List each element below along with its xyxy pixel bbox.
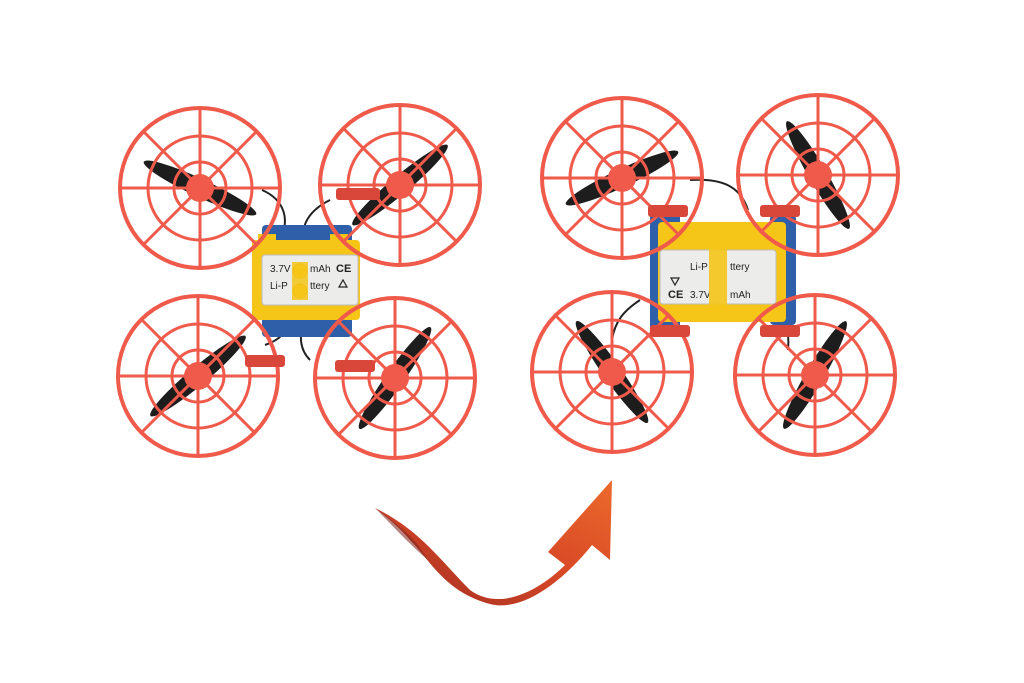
hub [608,164,636,192]
recycle-icon [337,278,349,288]
left-drone-battery: 3.7V mAh Li-P ttery CE [261,254,359,306]
right-rotor-top-left [540,96,704,260]
left-rotor-top-left [118,106,282,270]
left-battery-ce-mark: CE [336,263,351,275]
left-drone: 3.7V mAh Li-P ttery CE [116,103,482,460]
right-battery-voltage: 3.7V [690,290,711,301]
right-battery-capacity: mAh [730,290,751,301]
hub [386,171,414,199]
left-drone-arms [245,188,380,372]
left-rotor-bottom-left [116,294,280,458]
hub [804,161,832,189]
hub [598,358,626,386]
right-drone-battery: CE 3.7V mAh Li-P ttery [659,244,777,310]
right-battery-type: Li-P [690,262,708,273]
left-rotor-bottom-right [313,296,477,460]
left-battery-type: Li-P [270,281,288,292]
right-battery-ce-mark: CE [668,289,683,301]
right-drone-arms [648,205,800,337]
left-battery-type-tail: ttery [310,281,329,292]
hub [801,361,829,389]
hub [184,362,212,390]
left-rotor-top-right [318,103,482,267]
right-rotor-bottom-right [733,293,897,457]
right-drone: CE 3.7V mAh Li-P ttery [530,93,900,457]
right-battery-type-tail: ttery [730,262,749,273]
hub [381,364,409,392]
left-battery-capacity: mAh [310,264,331,275]
curved-arrow-right-icon [375,480,612,606]
hub [186,174,214,202]
recycle-icon [669,277,681,287]
right-rotor-bottom-left [530,290,694,454]
left-battery-voltage: 3.7V [270,264,291,275]
right-rotor-top-right [736,93,900,257]
